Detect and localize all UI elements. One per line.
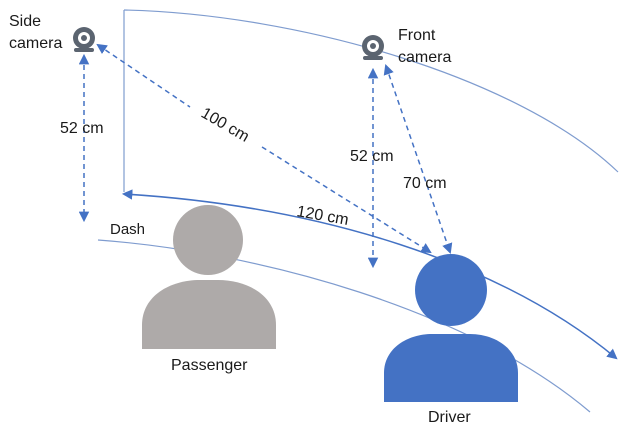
- side-vertical-distance-label: 52 cm: [60, 120, 104, 137]
- arc-distance-label: 120 cm: [295, 203, 350, 229]
- side-camera-label-line1: Side: [9, 13, 41, 30]
- side-camera-icon: [73, 27, 95, 52]
- side-to-driver-arrow-a: [96, 43, 191, 108]
- passenger-figure: [142, 205, 276, 349]
- front-to-driver-arrow: [383, 64, 453, 254]
- front-camera-icon: [362, 35, 384, 60]
- driver-label: Driver: [428, 409, 471, 426]
- driver-head: [415, 254, 487, 326]
- passenger-label: Passenger: [171, 357, 248, 374]
- driver-figure: [384, 254, 518, 402]
- driver-body: [384, 334, 518, 402]
- front-to-driver-distance-label: 70 cm: [403, 175, 447, 192]
- side-camera-label-line2: camera: [9, 35, 62, 52]
- passenger-head: [173, 205, 243, 275]
- dash-label: Dash: [110, 221, 145, 238]
- front-vertical-distance-label: 52 cm: [350, 148, 394, 165]
- roof-line: [123, 9, 619, 173]
- front-camera-label-line1: Front: [398, 27, 436, 44]
- passenger-body: [142, 280, 276, 349]
- front-camera-label-line2: camera: [398, 49, 451, 66]
- side-to-driver-arrow-b: [261, 146, 432, 254]
- side-to-driver-distance-label: 100 cm: [198, 105, 252, 146]
